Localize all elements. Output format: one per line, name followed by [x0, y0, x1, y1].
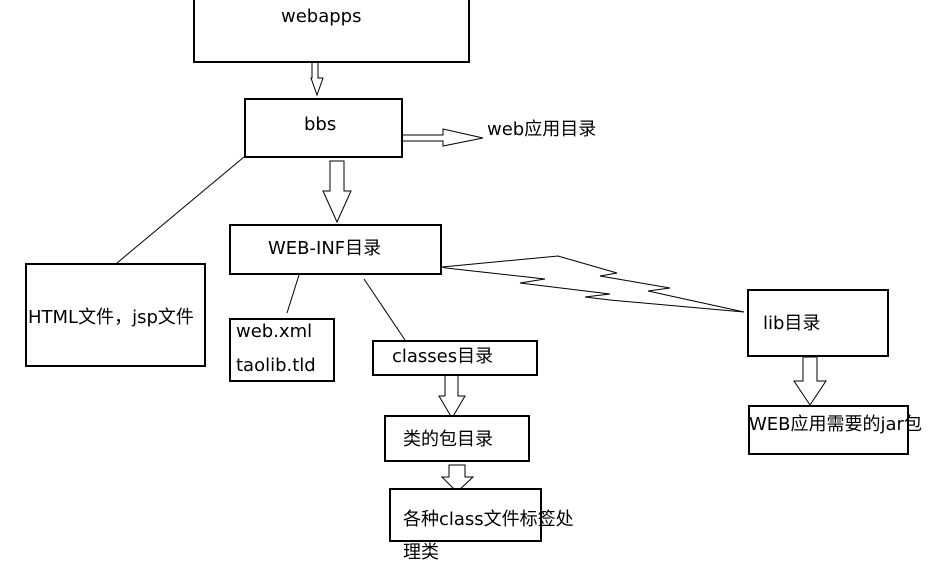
label-web-app-dir: web应用目录: [487, 119, 597, 140]
node-jar: [748, 405, 909, 455]
label-web-xml: web.xml: [236, 321, 313, 342]
node-web-inf: [229, 224, 442, 275]
label-lib: lib目录: [763, 313, 821, 334]
label-class-files-line1: 各种class文件标签处: [403, 509, 574, 530]
node-webapps: [193, 0, 470, 63]
node-webinf-files: [229, 318, 335, 382]
line-bbs-to-html: [116, 156, 245, 264]
line-webinf-to-webxml: [286, 274, 300, 314]
arrow-webapps-to-bbs: [310, 59, 324, 97]
arrow-classes-to-package: [438, 374, 466, 419]
node-html-jsp: [25, 263, 206, 367]
label-webapps: webapps: [281, 6, 362, 27]
label-classes: classes目录: [392, 346, 494, 367]
arrow-lib-to-jar: [793, 356, 827, 406]
lightning-webinf-to-lib: [441, 255, 745, 313]
arrow-bbs-to-webappdir: [400, 128, 484, 147]
label-web-inf: WEB-INF目录: [268, 238, 382, 259]
label-html-jsp: HTML文件，jsp文件: [28, 307, 194, 328]
arrow-bbs-to-webinf: [322, 160, 352, 224]
label-class-files-line2: 理类: [403, 542, 439, 563]
label-bbs: bbs: [304, 114, 337, 135]
label-jar: WEB应用需要的jar包: [749, 414, 922, 435]
label-taolib-tld: taolib.tld: [236, 355, 316, 376]
node-package-dir: [384, 415, 530, 462]
node-class-files: [389, 488, 542, 542]
node-bbs: [244, 98, 403, 158]
arrow-package-to-classfiles: [440, 464, 475, 493]
label-package-dir: 类的包目录: [403, 429, 493, 450]
node-lib: [747, 289, 889, 357]
line-webinf-to-classes: [363, 278, 406, 341]
node-classes: [372, 340, 538, 376]
